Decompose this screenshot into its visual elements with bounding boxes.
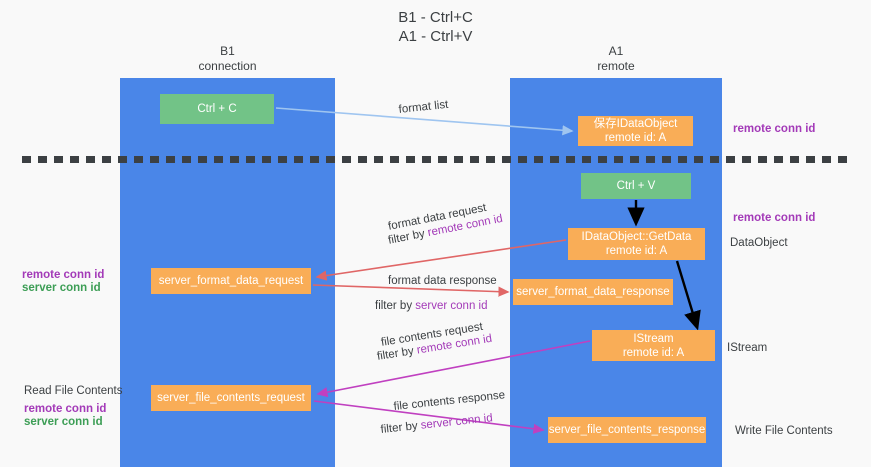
column-header-b1: B1 connection (120, 44, 335, 74)
filter-key-server-conn-id-2: server conn id (420, 412, 494, 432)
filter-prefix-4: filter by (380, 419, 422, 436)
phase-divider (22, 156, 850, 163)
node-server-file-contents-request[interactable]: server_file_contents_request (151, 385, 311, 411)
annotation-write-file-contents: Write File Contents (735, 425, 833, 437)
annotation-remote-conn-id-top: remote conn id (733, 123, 816, 135)
node-server-file-contents-request-label: server_file_contents_request (157, 392, 305, 404)
annotation-left-server-conn-id-1: server conn id (22, 282, 101, 294)
edge-label-format-list: format list (398, 98, 449, 116)
column-header-a1: A1 remote (510, 44, 722, 74)
node-getdata-line1: IDataObject::GetData (581, 231, 692, 243)
node-idataobject-line1: 保存IDataObject (593, 118, 678, 130)
node-server-format-data-response-label: server_format_data_response (516, 286, 670, 298)
node-ctrl-v[interactable]: Ctrl + V (581, 173, 691, 199)
title-line-1: B1 - Ctrl+C (398, 9, 473, 26)
annotation-istream: IStream (727, 342, 768, 354)
annotation-left-server-conn-id-2: server conn id (24, 416, 103, 428)
filter-prefix-2: filter by (375, 300, 416, 312)
annotation-read-file-contents: Read File Contents (24, 385, 123, 397)
node-idataobject-line2: remote id: A (604, 132, 667, 144)
column-header-b1-role: connection (198, 59, 257, 73)
node-server-file-contents-response[interactable]: server_file_contents_response (548, 417, 706, 443)
annotation-data-object: DataObject (730, 237, 788, 249)
node-server-file-contents-response-label: server_file_contents_response (548, 424, 706, 436)
node-server-format-data-request-label: server_format_data_request (158, 275, 304, 287)
node-ctrl-c-label: Ctrl + C (197, 103, 237, 115)
node-idataobject[interactable]: 保存IDataObject remote id: A (578, 116, 693, 146)
node-istream-line1: IStream (633, 332, 674, 345)
annotation-remote-conn-id-mid: remote conn id (733, 212, 816, 224)
node-ctrl-v-label: Ctrl + V (616, 180, 656, 192)
filter-key-server-conn-id-1: server conn id (415, 300, 488, 312)
column-header-b1-name: B1 (220, 44, 235, 58)
node-idataobject-getdata[interactable]: IDataObject::GetData remote id: A (568, 228, 705, 260)
node-ctrl-c[interactable]: Ctrl + C (160, 94, 274, 124)
edge-label-filter-server-conn-id-2: filter by server conn id (380, 411, 493, 437)
page-title: B1 - Ctrl+C A1 - Ctrl+V (0, 8, 871, 46)
column-header-a1-role: remote (597, 59, 635, 73)
node-getdata-line2: remote id: A (605, 245, 668, 257)
edge-label-format-data-response: format data response (388, 275, 497, 287)
column-header-a1-name: A1 (608, 44, 624, 58)
node-istream[interactable]: IStream remote id: A (592, 330, 715, 361)
annotation-left-remote-conn-id-1: remote conn id (22, 269, 105, 281)
node-server-format-data-request[interactable]: server_format_data_request (151, 268, 311, 294)
edge-label-filter-server-conn-id-1: filter by server conn id (375, 299, 488, 313)
annotation-left-remote-conn-id-2: remote conn id (24, 403, 107, 415)
node-istream-line2: remote id: A (622, 346, 685, 359)
edge-label-file-contents-response: file contents response (393, 389, 506, 413)
node-server-format-data-response[interactable]: server_format_data_response (513, 279, 673, 305)
title-line-2: A1 - Ctrl+V (398, 28, 473, 45)
